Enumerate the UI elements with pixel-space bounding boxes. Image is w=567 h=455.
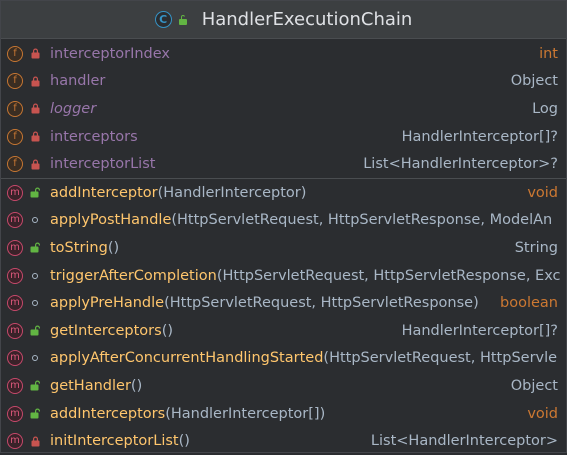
method-row[interactable]: m getInterceptors() HandlerInterceptor[]? — [1, 317, 566, 345]
package-dot — [32, 355, 38, 362]
method-row[interactable]: m applyPreHandle(HttpServletRequest, Http… — [1, 289, 566, 317]
method-icon: m — [7, 377, 23, 394]
method-params: (HttpServletRequest, HttpServletResponse… — [216, 267, 561, 284]
method-return-type: List<HandlerInterceptor> — [370, 433, 558, 450]
method-row[interactable]: m toString() String — [1, 234, 566, 262]
method-row[interactable]: m triggerAfterCompletion(HttpServletReque… — [1, 262, 566, 290]
method-row[interactable]: m addInterceptor(HandlerInterceptor) void — [1, 177, 566, 207]
method-name: initInterceptorList — [50, 433, 179, 450]
method-row[interactable]: m applyAfterConcurrentHandlingStarted(Htt… — [1, 345, 566, 373]
method-params: (HandlerInterceptor) — [157, 184, 307, 201]
method-params: (HttpServletRequest, HttpServletResponse… — [164, 295, 479, 312]
method-name: getHandler — [50, 377, 131, 394]
package-dot-icon — [29, 270, 41, 282]
unlock-icon — [29, 242, 41, 254]
method-params: (HttpServletRequest, HttpServletResponse… — [171, 212, 553, 229]
field-icon: f — [7, 100, 23, 117]
lock-icon — [29, 75, 41, 87]
public-unlock-icon — [177, 14, 189, 26]
method-name: addInterceptor — [50, 184, 158, 201]
method-icon: m — [7, 267, 23, 284]
field-row[interactable]: f interceptorList List<HandlerInterceptor>… — [1, 150, 566, 178]
field-row[interactable]: f interceptorIndex int — [1, 40, 566, 68]
method-params: () — [107, 239, 120, 256]
method-name: addInterceptors — [50, 405, 166, 422]
method-icon: m — [7, 322, 23, 339]
method-row[interactable]: m addInterceptors(HandlerInterceptor[]) vo… — [1, 400, 566, 428]
field-type: int — [539, 45, 558, 62]
method-return-type: boolean — [500, 295, 558, 312]
lock-icon — [29, 103, 41, 115]
field-type: HandlerInterceptor[]? — [401, 128, 558, 145]
method-params: (HandlerInterceptor[]) — [165, 405, 326, 422]
class-icon: C — [154, 11, 172, 28]
field-row[interactable]: f interceptors HandlerInterceptor[]? — [1, 123, 566, 151]
method-params: () — [178, 433, 190, 450]
method-params: () — [130, 377, 143, 394]
method-return-type: HandlerInterceptor[]? — [401, 322, 558, 339]
method-return-type: void — [527, 405, 558, 422]
method-row[interactable]: m getHandler() Object — [1, 372, 566, 400]
popup-header: C HandlerExecutionChain — [1, 1, 566, 39]
lock-icon — [29, 48, 41, 60]
field-name: logger — [50, 100, 97, 117]
package-dot — [32, 217, 38, 224]
method-icon: m — [7, 295, 23, 312]
field-type: List<HandlerInterceptor>? — [363, 156, 558, 173]
method-name: toString — [50, 239, 108, 256]
field-name: interceptorIndex — [50, 45, 171, 62]
field-icon: f — [7, 128, 23, 145]
method-row[interactable]: m applyPostHandle(HttpServletRequest, Htt… — [1, 207, 566, 235]
unlock-icon — [29, 380, 41, 392]
method-icon: m — [7, 433, 23, 450]
package-dot-icon — [29, 297, 41, 309]
field-type: Log — [532, 100, 558, 117]
package-dot-icon — [29, 214, 41, 226]
method-name: getInterceptors — [50, 322, 162, 339]
lock-icon — [29, 131, 41, 143]
method-return-type: void — [527, 184, 558, 201]
method-name: triggerAfterCompletion — [50, 267, 217, 284]
lock-icon — [29, 435, 41, 447]
unlock-icon — [29, 187, 41, 199]
field-icon: f — [7, 156, 23, 173]
method-icon: m — [7, 212, 23, 229]
field-row[interactable]: f logger Log — [1, 95, 566, 123]
method-return-type: String — [514, 239, 558, 256]
method-icon: m — [7, 184, 23, 201]
lock-icon — [29, 158, 41, 170]
method-name: applyAfterConcurrentHandlingStarted — [50, 350, 324, 367]
package-dot — [32, 272, 38, 279]
field-icon: f — [7, 45, 23, 62]
unlock-icon — [29, 408, 41, 420]
class-title: HandlerExecutionChain — [201, 9, 413, 30]
unlock-icon — [29, 325, 41, 337]
field-name: interceptors — [50, 128, 138, 145]
method-params: (HttpServletRequest, HttpServle — [323, 350, 558, 367]
package-dot-icon — [29, 352, 41, 364]
method-icon: m — [7, 405, 23, 422]
method-params: () — [161, 322, 174, 339]
method-row[interactable]: m initInterceptorList() List<HandlerInterc… — [1, 427, 566, 455]
field-type: Object — [510, 73, 558, 90]
method-name: applyPostHandle — [50, 212, 172, 229]
header-title-group: C HandlerExecutionChain — [154, 9, 413, 30]
field-name: interceptorList — [50, 156, 156, 173]
method-return-type: Object — [510, 377, 558, 394]
method-icon: m — [7, 239, 23, 256]
field-row[interactable]: f handler Object — [1, 68, 566, 96]
package-dot — [32, 300, 38, 307]
field-name: handler — [50, 73, 106, 90]
method-icon: m — [7, 350, 23, 367]
method-name: applyPreHandle — [50, 295, 165, 312]
field-icon: f — [7, 73, 23, 90]
